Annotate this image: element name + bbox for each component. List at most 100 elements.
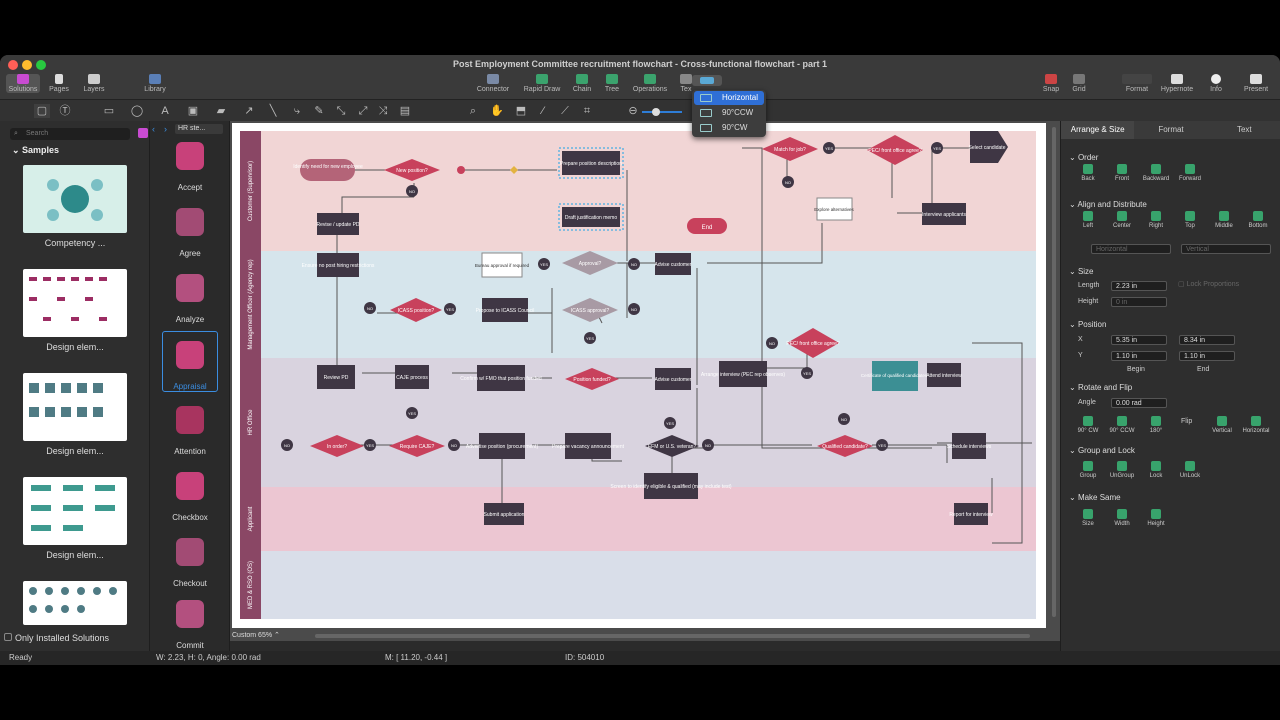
callout-tool-icon[interactable]: ▰ xyxy=(216,105,226,117)
snap-button[interactable]: Snap xyxy=(1040,74,1062,93)
backward-button[interactable]: Backward xyxy=(1141,164,1171,182)
library-item-agree[interactable]: Agree xyxy=(162,199,218,258)
text-button[interactable]: Tex xyxy=(678,74,694,93)
stamp-tool-icon[interactable]: ▤ xyxy=(399,105,411,117)
no-marker[interactable] xyxy=(406,185,418,197)
decision[interactable] xyxy=(762,137,818,161)
process[interactable] xyxy=(719,361,767,387)
yes-marker[interactable] xyxy=(406,407,418,419)
format-painter-tool-icon[interactable]: ⟋ xyxy=(561,105,569,117)
sample-thumb-design-1[interactable] xyxy=(23,269,127,337)
textfield-tool-icon[interactable]: ▣ xyxy=(187,105,199,117)
minimize-window-button[interactable] xyxy=(22,60,32,70)
library-item-appraisal[interactable]: Appraisal xyxy=(162,331,218,392)
connector[interactable] xyxy=(972,342,1023,544)
select-tool-icon[interactable]: ▢ xyxy=(34,104,50,118)
horizontal-distribute-select[interactable]: Horizontal xyxy=(1091,244,1171,254)
process[interactable] xyxy=(317,213,359,235)
decision[interactable] xyxy=(645,435,699,457)
connector[interactable] xyxy=(742,147,877,449)
info-button[interactable]: Info xyxy=(1204,74,1228,93)
process[interactable] xyxy=(562,207,620,227)
angle-field[interactable]: 0.00 rad xyxy=(1111,398,1167,408)
process[interactable] xyxy=(317,365,355,389)
no-marker[interactable] xyxy=(448,439,460,451)
lock-proportions-checkbox[interactable]: ▢ Lock Proportions xyxy=(1178,281,1240,288)
decision[interactable] xyxy=(390,298,442,322)
group-button[interactable]: Group xyxy=(1073,461,1103,479)
canvas-area[interactable]: Customer (Supervisor)Management Officer … xyxy=(230,121,1060,641)
x-end-field[interactable]: 8.34 in xyxy=(1179,335,1235,345)
left-button[interactable]: Left xyxy=(1073,211,1103,229)
height-field[interactable]: 0 in xyxy=(1111,297,1167,307)
tab-format[interactable]: Format xyxy=(1134,121,1208,139)
vertical-scrollbar[interactable] xyxy=(1052,127,1056,617)
yes-marker[interactable] xyxy=(801,367,813,379)
yes-marker[interactable] xyxy=(444,303,456,315)
rapid-draw-button[interactable]: Rapid Draw xyxy=(520,74,564,93)
pen-tool-icon[interactable]: ✎ xyxy=(314,105,324,117)
process[interactable] xyxy=(479,433,525,459)
present-button[interactable]: Present xyxy=(1238,74,1274,93)
tab-arrange-size[interactable]: Arrange & Size xyxy=(1061,121,1135,139)
no-marker[interactable] xyxy=(782,176,794,188)
connector-dot[interactable] xyxy=(510,166,518,174)
note[interactable] xyxy=(816,197,853,221)
format-button[interactable]: Format xyxy=(1120,74,1154,93)
ellipse-tool-icon[interactable]: ◯ xyxy=(130,105,144,117)
text-box-tool-icon[interactable]: Ⓣ xyxy=(59,105,71,117)
terminator[interactable] xyxy=(687,218,727,234)
no-marker[interactable] xyxy=(838,413,850,425)
width-button[interactable]: Width xyxy=(1107,509,1137,527)
note[interactable] xyxy=(481,252,523,278)
zoom-slider[interactable] xyxy=(642,108,682,116)
length-field[interactable]: 2.23 in xyxy=(1111,281,1167,291)
process[interactable] xyxy=(562,151,620,175)
process[interactable] xyxy=(565,433,611,459)
connector-button[interactable]: Connector xyxy=(474,74,512,93)
decision[interactable] xyxy=(565,368,619,390)
zoom-out-icon[interactable]: ⊖ xyxy=(628,105,638,117)
process[interactable] xyxy=(395,365,429,389)
bottom-button[interactable]: Bottom xyxy=(1243,211,1273,229)
rotate-section-header[interactable]: ⌄ Rotate and Flip xyxy=(1069,383,1133,392)
line-tool-icon[interactable]: ↗ xyxy=(244,105,254,117)
no-marker[interactable] xyxy=(281,439,293,451)
x-begin-field[interactable]: 5.35 in xyxy=(1111,335,1167,345)
menu-item-horizontal[interactable]: Horizontal xyxy=(694,91,764,105)
swimlane-header[interactable] xyxy=(240,487,261,551)
no-marker[interactable] xyxy=(766,337,778,349)
process[interactable] xyxy=(954,503,988,525)
drawing-page[interactable]: Customer (Supervisor)Management Officer … xyxy=(232,123,1046,628)
library-item-checkout[interactable]: Checkout xyxy=(162,529,218,588)
forward-arrow-icon[interactable]: › xyxy=(164,124,167,134)
library-item-accept[interactable]: Accept xyxy=(162,133,218,192)
process[interactable] xyxy=(922,203,966,225)
group-section-header[interactable]: ⌄ Group and Lock xyxy=(1069,446,1135,455)
library-item-analyze[interactable]: Analyze xyxy=(162,265,218,324)
decision[interactable] xyxy=(787,328,839,358)
decision[interactable] xyxy=(817,435,873,457)
library-item-commit[interactable]: Commit xyxy=(162,591,218,650)
process[interactable] xyxy=(317,253,359,277)
process[interactable] xyxy=(477,365,525,391)
menu-item-90cw[interactable]: 90°CW xyxy=(694,121,764,135)
forward-button[interactable]: Forward xyxy=(1175,164,1205,182)
decision[interactable] xyxy=(384,159,440,181)
top-button[interactable]: Top xyxy=(1175,211,1205,229)
y-end-field[interactable]: 1.10 in xyxy=(1179,351,1235,361)
library-item-attention[interactable]: Attention xyxy=(162,397,218,456)
yes-marker[interactable] xyxy=(584,332,596,344)
off-page-connector[interactable] xyxy=(970,131,1008,163)
process[interactable] xyxy=(655,368,691,390)
swimlane-header[interactable] xyxy=(240,131,261,251)
flip-vertical-button[interactable]: Vertical xyxy=(1207,416,1237,434)
no-marker[interactable] xyxy=(364,302,376,314)
swimlane[interactable] xyxy=(240,487,1036,551)
connector[interactable] xyxy=(872,444,948,463)
front-button[interactable]: Front xyxy=(1107,164,1137,182)
horizontal-scrollbar[interactable] xyxy=(315,634,1030,638)
decision[interactable] xyxy=(867,135,923,165)
flip-horizontal-button[interactable]: Horizontal xyxy=(1241,416,1271,434)
ungroup-button[interactable]: UnGroup xyxy=(1107,461,1137,479)
